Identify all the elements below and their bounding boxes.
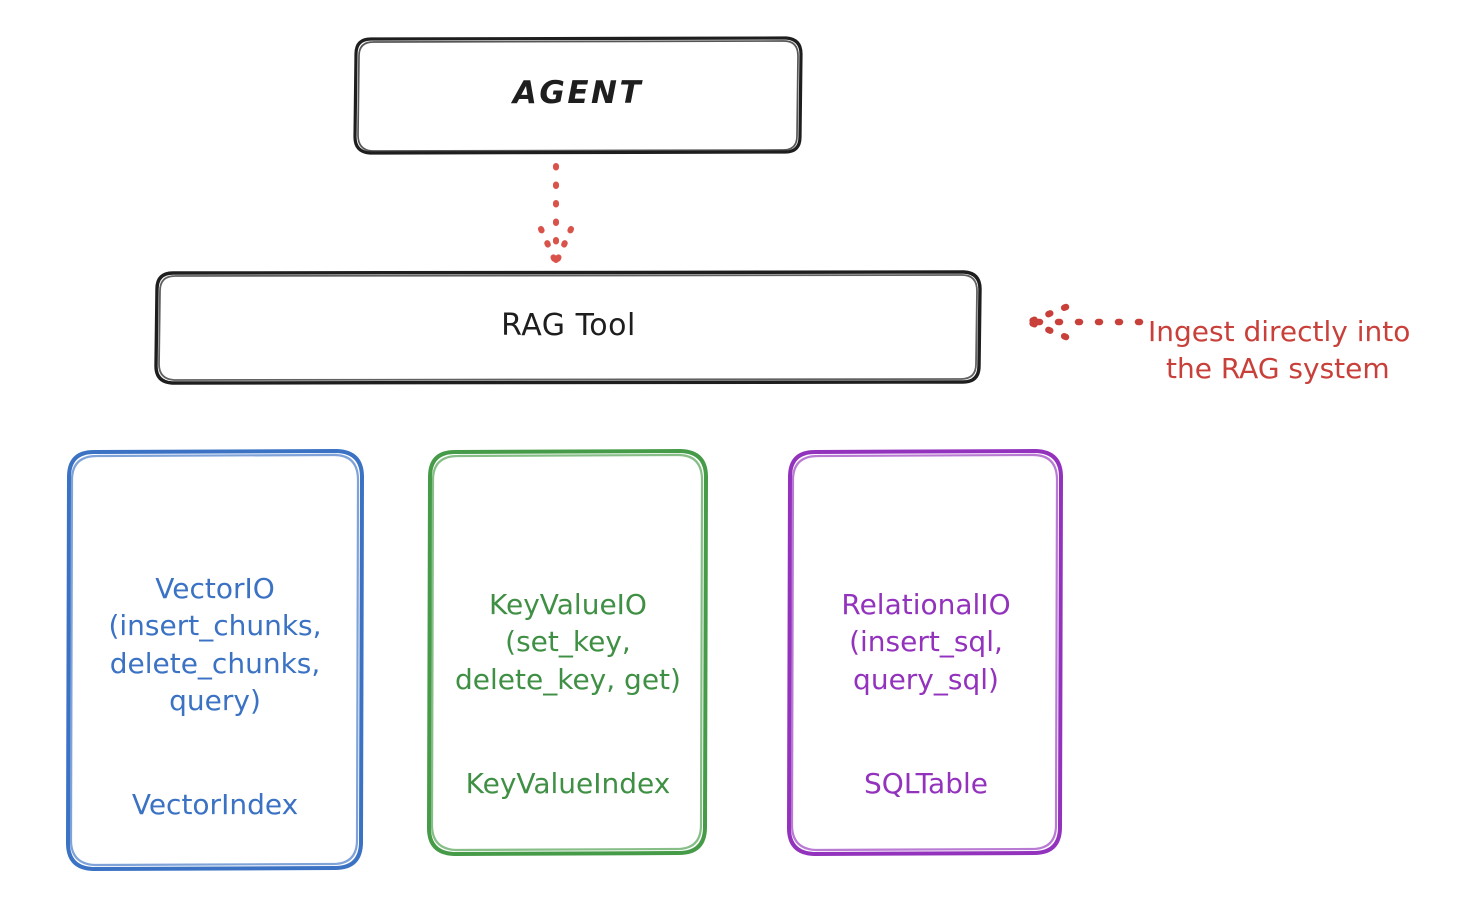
key-value-io-api-label: KeyValueIO (set_key, delete_key, get) (455, 588, 681, 696)
agent-to-rag-arrow (538, 163, 574, 266)
agent-node-label: AGENT (512, 75, 644, 111)
ingest-annotation: Ingest directly into the RAG system (1148, 278, 1478, 424)
ingest-annotation-line-1: Ingest directly into (1148, 315, 1411, 349)
relational-io-api-label: RelationalIO (insert_sql, query_sql) (841, 588, 1011, 696)
ingest-annotation-line-2: the RAG system (1166, 351, 1390, 385)
relational-io-node-label: RelationalIO (insert_sql, query_sql) SQL… (790, 549, 1062, 839)
ingest-to-rag-arrow (1025, 303, 1144, 341)
vector-io-api-label: VectorIO (insert_chunks, delete_chunks, … (108, 572, 322, 717)
key-value-io-node-label: KeyValueIO (set_key, delete_key, get) Ke… (430, 549, 706, 839)
sql-table-label: SQLTable (864, 766, 988, 800)
vector-io-node-label: VectorIO (insert_chunks, delete_chunks, … (70, 533, 360, 860)
key-value-index-label: KeyValueIndex (465, 766, 671, 800)
vector-index-label: VectorIndex (131, 787, 299, 821)
rag-tool-node-label: RAG Tool (501, 308, 636, 343)
